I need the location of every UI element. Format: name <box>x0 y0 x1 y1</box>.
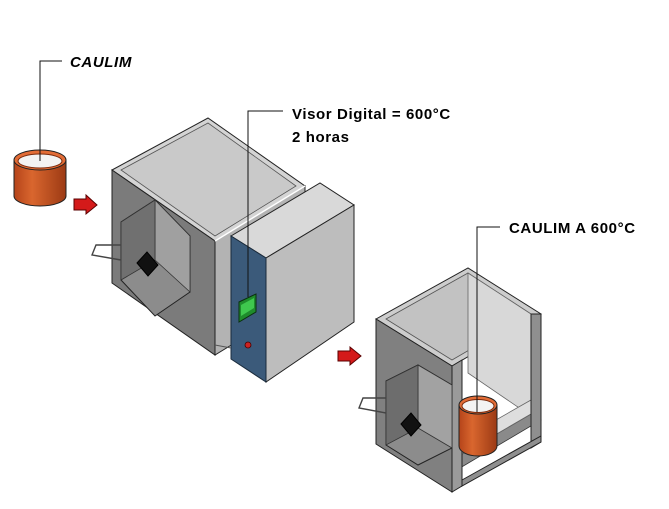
chamber-door <box>358 364 453 466</box>
indicator-light-icon <box>244 341 252 349</box>
input-leader-line <box>39 60 62 161</box>
output-crucible-icon <box>458 395 498 457</box>
digital-display-icon <box>238 293 257 323</box>
display-temperature-label: Visor Digital = 600°C <box>292 106 451 123</box>
red-flow-arrow-icon <box>73 193 98 216</box>
furnace-door <box>91 199 191 317</box>
display-leader-line <box>247 110 283 297</box>
input-material-label: CAULIM <box>70 54 132 71</box>
control-cabinet <box>214 182 355 383</box>
output-material-label: CAULIM A 600°C <box>509 220 636 237</box>
output-leader-line <box>476 226 500 412</box>
display-duration-label: 2 horas <box>292 129 350 146</box>
red-flow-arrow-icon-2 <box>337 345 362 367</box>
